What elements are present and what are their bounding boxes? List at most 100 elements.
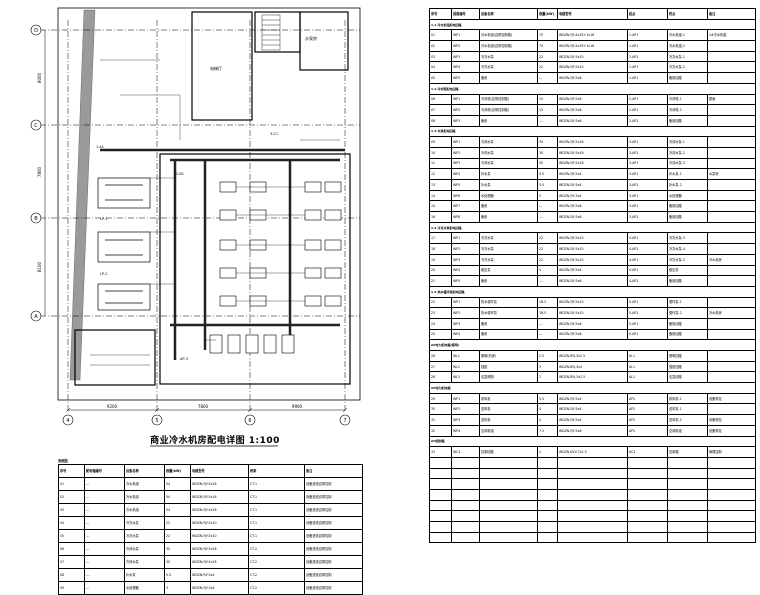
table-cell: AP2 [627,424,668,437]
empty-row [429,521,756,533]
empty-cell [667,488,708,501]
table-cell: WP2 [451,243,480,255]
empty-cell [429,456,452,469]
table-cell: 54 [164,477,191,491]
table-cell: WP4 [451,328,480,341]
empty-cell [429,488,452,501]
table-cell: 14 [429,189,452,202]
table-cell [707,232,756,245]
empty-cell [627,499,668,512]
table-cell: 04 [58,516,85,530]
empty-cell [667,521,708,533]
table-cell: 备用回路 [667,317,708,330]
table-cell: WP4 [451,168,480,180]
table-cell: WP3 [451,317,480,330]
table-cell: 01 [58,477,85,491]
table-cell: WP8 [451,211,480,223]
table-cell: 备用回路 [667,72,708,84]
table-cell: CT-2 [248,581,305,595]
table-cell [707,317,756,330]
table-cell: AP2 [627,392,668,405]
empty-cell [451,510,480,522]
table-cell: 5.5 [537,392,558,405]
table-cell: 备用回路 [667,328,708,341]
table-cell: 稳压泵 [479,264,538,277]
table-cell: WDZN-YJY-5x4 [557,392,628,405]
table-cell: 冷冻水泵 [479,61,538,74]
table-cell: WP2 [451,104,480,116]
table-cell: 备用回路 [667,114,708,127]
table-cell: 控制箱 [667,446,708,458]
column-header: 容量(kW) [164,464,191,478]
empty-cell [537,510,558,522]
table-cell: 管理控制 [707,446,756,458]
empty-cell [557,499,628,512]
empty-row [429,456,756,469]
table-cell: 1-AP1 [627,61,668,74]
empty-cell [429,499,452,512]
tag-6: AP-3 [180,357,188,361]
table-cell: WDZN-YJY-5x10 [557,243,628,255]
column-header: 序号 [58,464,85,478]
table-cell: 水处理器 [124,581,165,595]
empty-row [429,499,756,512]
table-cell: 冷却塔-1 [667,93,708,106]
table-cell: 02 [429,40,452,52]
table-cell: 18.5 [537,296,558,309]
table-cell: 1#冷水机组 [707,29,756,42]
table-cell: WDZN-YJY-4x35+1x16 [557,29,628,42]
empty-cell [627,478,668,490]
table-cell: 3-AP1 [627,200,668,213]
table-cell: 25 [429,328,452,341]
table-cell: 5.5 [537,168,558,180]
column-header: 电缆型号 [190,464,249,478]
empty-row [429,488,756,501]
table-cell: 冷冻水泵-3 [667,232,708,245]
empty-cell [537,521,558,533]
table-cell: 1 [537,371,558,384]
table-cell: WDZN-YJY-5x4 [557,414,628,426]
table-cell: 4 [537,414,558,426]
room-walls [74,11,351,386]
table-cell: --- [84,581,125,595]
table-cell: 冷却塔-2 [667,104,708,116]
empty-cell [627,510,668,522]
table-cell: 28 [429,371,452,384]
table-cell: 补水泵 [479,168,538,180]
column-header: 设备名称 [124,464,165,478]
table-cell: 水泵房 [707,168,756,180]
table-cell: WP2 [451,307,480,319]
table-cell: WDZN-YJY-5x4 [557,168,628,180]
table-cell: WDZN-YJY-5x10 [557,50,628,63]
table-cell: 22 [537,50,558,63]
table-cell: 3-AP1 [627,157,668,170]
table-cell: 备用 [479,114,538,127]
table-cell: 设备进线自带控制 [304,581,363,595]
table-cell [707,275,756,287]
table-cell: 设备带控 [707,414,756,426]
empty-cell [479,531,538,544]
table-cell: 03 [58,503,85,517]
table-cell: 应急照明 [479,371,538,384]
empty-cell [707,456,756,469]
dim-left-3: 8100 [37,261,42,272]
table-cell: --- [537,114,558,127]
group-label: 1-4 冷冻水泵配电回路 [429,221,756,234]
table-cell: 冷却水泵-3 [667,157,708,170]
column-header: 起点 [627,8,668,20]
table-cell: 设备进线自带控制 [304,477,363,491]
table-cell: 05 [429,72,452,84]
table-cell: WL2 [451,360,480,373]
table-cell: 4-AP1 [627,232,668,245]
table-cell [707,72,756,84]
table-cell: --- [537,275,558,287]
table-cell: 1 [537,446,558,458]
table-cell: WP2 [451,403,480,416]
table-cell: 补水泵-1 [667,168,708,180]
table-cell: 23 [429,307,452,319]
